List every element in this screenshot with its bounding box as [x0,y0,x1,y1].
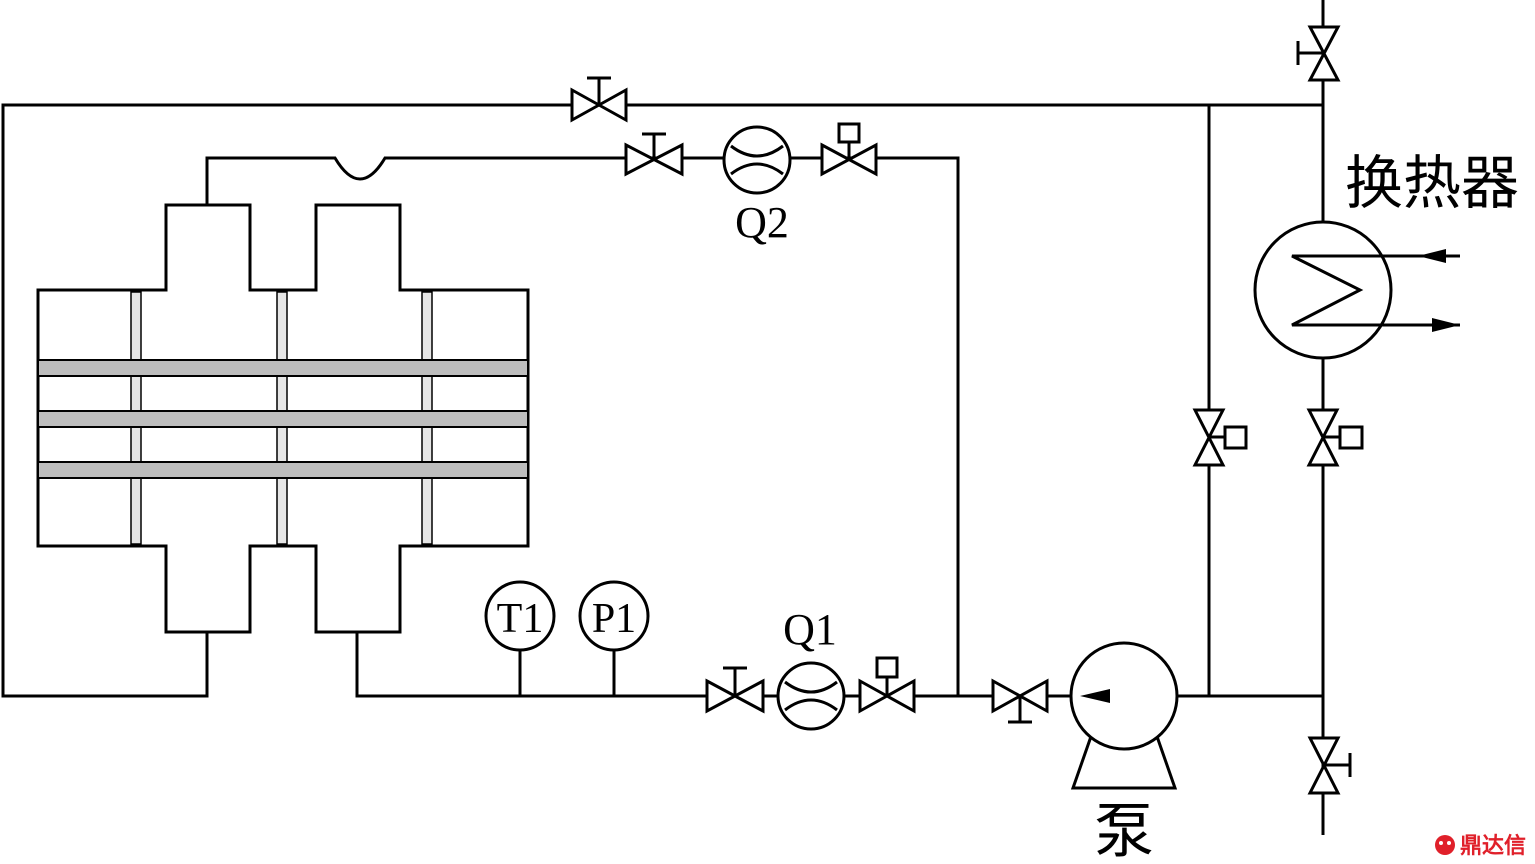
manual-valve-top-vent[interactable] [1296,25,1341,82]
watermark-text: 鼎达信 [1460,833,1526,859]
control-valve-q1-line[interactable] [858,656,916,714]
electrode-plate-3 [37,461,529,479]
heat-exchanger-label: 换热器 [1345,149,1519,217]
electrode-plate-2 [37,410,529,428]
manual-valve-top-bypass[interactable] [570,76,628,123]
control-valve-bypass[interactable] [1192,408,1248,467]
q1-label: Q1 [783,605,837,654]
control-valve-heat-exchanger[interactable] [1306,408,1364,467]
manual-valve-bottom-drain[interactable] [1307,736,1352,795]
outer-return-pipe [1,103,1323,698]
stack-assembly [36,203,530,634]
watermark-logo-icon [1435,835,1455,855]
coolant-out-arrow-icon [1432,318,1460,332]
watermark: 鼎达信 [1435,833,1526,859]
pressure-gauge [578,580,650,652]
flow-meter-q2 [722,125,792,195]
manual-valve-q1-line[interactable] [705,666,765,714]
flow-meter-q1 [776,661,846,731]
pump-flow-arrow-icon [1080,689,1110,703]
coolant-in-arrow-icon [1418,249,1446,263]
heat-exchanger-coil [1291,254,1460,327]
electrode-plate-1 [37,359,529,377]
pump-label: 泵 [1094,797,1154,864]
t1-label: T1 [497,596,544,642]
piping [1,0,1325,835]
control-valve-q2-line[interactable] [820,122,878,177]
heat-exchanger [1253,220,1460,360]
upper-outlet-pipe [205,156,960,696]
temperature-gauge [484,580,556,652]
pump [1069,641,1179,790]
manual-valve-pump-inlet[interactable] [991,678,1049,724]
p1-label: P1 [592,596,636,642]
q2-label: Q2 [735,198,789,247]
manual-valve-q2-line[interactable] [624,132,684,177]
